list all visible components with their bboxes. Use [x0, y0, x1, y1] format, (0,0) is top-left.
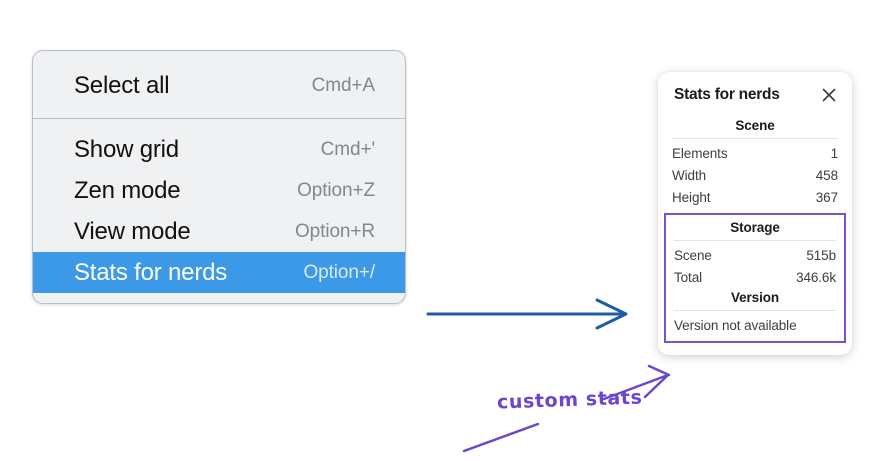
menu-item-label: Zen mode: [74, 176, 181, 204]
stats-row-value: 1: [830, 145, 839, 161]
stats-row-storage-scene: Scene 515b: [674, 244, 836, 266]
stats-row-label: Height: [672, 189, 711, 205]
menu-item-label: Select all: [74, 71, 170, 99]
menu-item-shortcut: Cmd+': [320, 138, 375, 160]
stats-row-width: Width 458: [672, 164, 838, 186]
menu-item-select-all[interactable]: Select all Cmd+A: [33, 65, 405, 106]
stats-row-label: Total: [674, 269, 703, 285]
menu-item-shortcut: Option+Z: [297, 179, 375, 201]
menu-section-2: Show grid Cmd+' Zen mode Option+Z View m…: [33, 119, 405, 303]
stats-row-height: Height 367: [672, 186, 838, 208]
stats-panel-header: Stats for nerds: [658, 86, 852, 104]
menu-item-shortcut: Option+R: [295, 220, 375, 242]
menu-item-label: Stats for nerds: [74, 258, 228, 286]
stats-group-scene: Scene Elements 1 Width 458 Height 367: [658, 116, 852, 208]
stats-for-nerds-panel: Stats for nerds Scene Elements 1 Width: [658, 72, 852, 355]
stats-row-label: Elements: [672, 145, 728, 161]
menu-section-1: Select all Cmd+A: [33, 51, 405, 118]
menu-item-view-mode[interactable]: View mode Option+R: [33, 211, 405, 252]
menu-separator: [33, 118, 405, 119]
stats-group-storage: Storage Scene 515b Total 346.6k: [674, 218, 836, 288]
menu-item-zen-mode[interactable]: Zen mode Option+Z: [33, 170, 405, 211]
menu-item-shortcut: Option+/: [303, 261, 375, 283]
blue-arrow-icon: [426, 298, 628, 330]
menu-item-show-grid[interactable]: Show grid Cmd+': [33, 129, 405, 170]
stats-row-label: Width: [672, 167, 707, 183]
stats-group-heading: Storage: [730, 220, 780, 235]
stats-panel-title: Stats for nerds: [674, 86, 780, 103]
menu-item-shortcut: Cmd+A: [311, 74, 375, 96]
handwritten-annotation-custom-stats: custom stats: [496, 386, 643, 414]
stats-group-heading: Scene: [735, 118, 775, 133]
divider: [674, 310, 836, 311]
context-menu: Select all Cmd+A Show grid Cmd+' Zen mod…: [32, 50, 406, 304]
menu-item-label: Show grid: [74, 135, 179, 163]
stats-row-storage-total: Total 346.6k: [674, 266, 836, 288]
stats-group-version: Version Version not available: [674, 288, 836, 335]
menu-item-label: View mode: [74, 217, 191, 245]
custom-stats-highlight-box: Storage Scene 515b Total 346.6k Version …: [664, 213, 846, 343]
close-icon[interactable]: [820, 86, 838, 104]
purple-underline-stroke: [462, 422, 540, 453]
stats-row-value: 367: [815, 189, 838, 205]
stats-row-elements: Elements 1: [672, 142, 838, 164]
stats-row-value: 458: [815, 167, 838, 183]
menu-item-stats-for-nerds[interactable]: Stats for nerds Option+/: [33, 252, 405, 293]
stats-version-note: Version not available: [674, 318, 797, 333]
stats-row-value: 346.6k: [796, 269, 836, 285]
stats-row-value: 515b: [806, 247, 836, 263]
stats-row-label: Scene: [674, 247, 712, 263]
divider: [672, 138, 838, 139]
divider: [674, 240, 836, 241]
stats-panel-body: Scene Elements 1 Width 458 Height 367: [658, 116, 852, 343]
stats-group-heading: Version: [730, 290, 780, 305]
